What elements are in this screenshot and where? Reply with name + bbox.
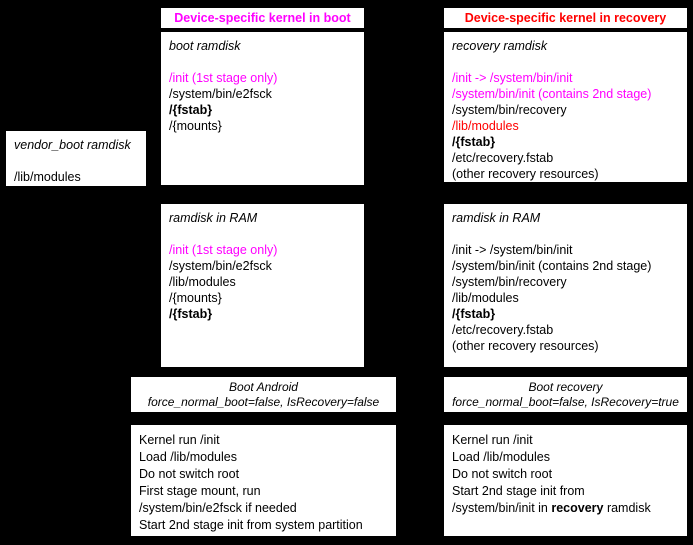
- vendor-boot-ramdisk-title: vendor_boot ramdisk: [14, 138, 131, 152]
- text-line: /system/bin/e2fsck: [169, 87, 272, 101]
- text-line: /{fstab}: [452, 135, 496, 149]
- boot-ramdisk-in-ram-box: ramdisk in RAM /init (1st stage only) /sy…: [160, 203, 365, 368]
- text-line: /{fstab}: [169, 307, 213, 321]
- text-line: /etc/recovery.fstab: [452, 323, 554, 337]
- text-line: /{fstab}: [452, 307, 496, 321]
- text-line: /system/bin/init in recovery ramdisk: [452, 501, 651, 515]
- boot-recovery-condition-box: Boot recovery force_normal_boot=false, I…: [443, 376, 688, 413]
- text-line: /system/bin/init (contains 2nd stage): [452, 87, 652, 101]
- text-line: First stage mount, run: [139, 484, 261, 498]
- text-line: Start 2nd stage init from: [452, 484, 585, 498]
- header-device-kernel-boot: Device-specific kernel in boot: [160, 7, 365, 29]
- text-line: Do not switch root: [139, 467, 240, 481]
- text-line: Start 2nd stage init from system partiti…: [139, 518, 363, 532]
- text-line: (other recovery resources): [452, 167, 599, 181]
- boot-ramdisk-box: boot ramdisk /init (1st stage only) /syst…: [160, 31, 365, 186]
- text-line: /lib/modules: [14, 170, 81, 184]
- text-line: Kernel run /init: [139, 433, 220, 447]
- boot-recovery-condition-params: force_normal_boot=false, IsRecovery=true: [452, 395, 679, 409]
- text-line: /init (1st stage only): [169, 71, 278, 85]
- text-line: /{mounts}: [169, 291, 222, 305]
- text-line: /init -> /system/bin/init: [452, 243, 573, 257]
- recovery-ramdisk-in-ram-lines: /init -> /system/bin/init/system/bin/ini…: [452, 242, 679, 354]
- recovery-ramdisk-lines: /init -> /system/bin/init/system/bin/ini…: [452, 70, 679, 182]
- text-line: Do not switch root: [452, 467, 553, 481]
- text-line: /system/bin/recovery: [452, 275, 567, 289]
- vendor-boot-ramdisk-lines: /lib/modules: [14, 169, 138, 185]
- text-line: /{mounts}: [169, 119, 222, 133]
- text-line: /init -> /system/bin/init: [452, 71, 573, 85]
- recovery-ramdisk-in-ram-title: ramdisk in RAM: [452, 211, 541, 225]
- text-line: /lib/modules: [452, 119, 519, 133]
- header-device-kernel-recovery: Device-specific kernel in recovery: [443, 7, 688, 29]
- text-line: /etc/recovery.fstab: [452, 151, 554, 165]
- text-line: /system/bin/e2fsck: [169, 259, 272, 273]
- boot-ramdisk-in-ram-title: ramdisk in RAM: [169, 211, 258, 225]
- text-line: /lib/modules: [169, 275, 236, 289]
- recovery-ramdisk-title: recovery ramdisk: [452, 39, 548, 53]
- boot-ramdisk-title: boot ramdisk: [169, 39, 241, 53]
- text-line: /system/bin/recovery: [452, 103, 567, 117]
- boot-ramdisk-in-ram-lines: /init (1st stage only) /system/bin/e2fsck…: [169, 242, 356, 322]
- recovery-ramdisk-box: recovery ramdisk /init -> /system/bin/in…: [443, 31, 688, 183]
- boot-ramdisk-lines: /init (1st stage only) /system/bin/e2fsck…: [169, 70, 356, 134]
- text-line: /system/bin/e2fsck if needed: [139, 501, 297, 515]
- text-line: /system/bin/init (contains 2nd stage): [452, 259, 652, 273]
- text-line: /init (1st stage only): [169, 243, 278, 257]
- text-line: /{fstab}: [169, 103, 213, 117]
- text-line: Kernel run /init: [452, 433, 533, 447]
- text-line: Load /lib/modules: [452, 450, 550, 464]
- text-line: (other recovery resources): [452, 339, 599, 353]
- text-line: Load /lib/modules: [139, 450, 237, 464]
- text-line: /lib/modules: [452, 291, 519, 305]
- vendor-boot-ramdisk-box: vendor_boot ramdisk /lib/modules: [5, 130, 147, 187]
- recovery-ramdisk-in-ram-box: ramdisk in RAM /init -> /system/bin/init…: [443, 203, 688, 368]
- boot-android-condition-box: Boot Android force_normal_boot=false, Is…: [130, 376, 397, 413]
- boot-android-condition-title: Boot Android: [229, 380, 298, 394]
- boot-recovery-condition-title: Boot recovery: [528, 380, 603, 394]
- boot-android-condition-params: force_normal_boot=false, IsRecovery=fals…: [147, 395, 380, 409]
